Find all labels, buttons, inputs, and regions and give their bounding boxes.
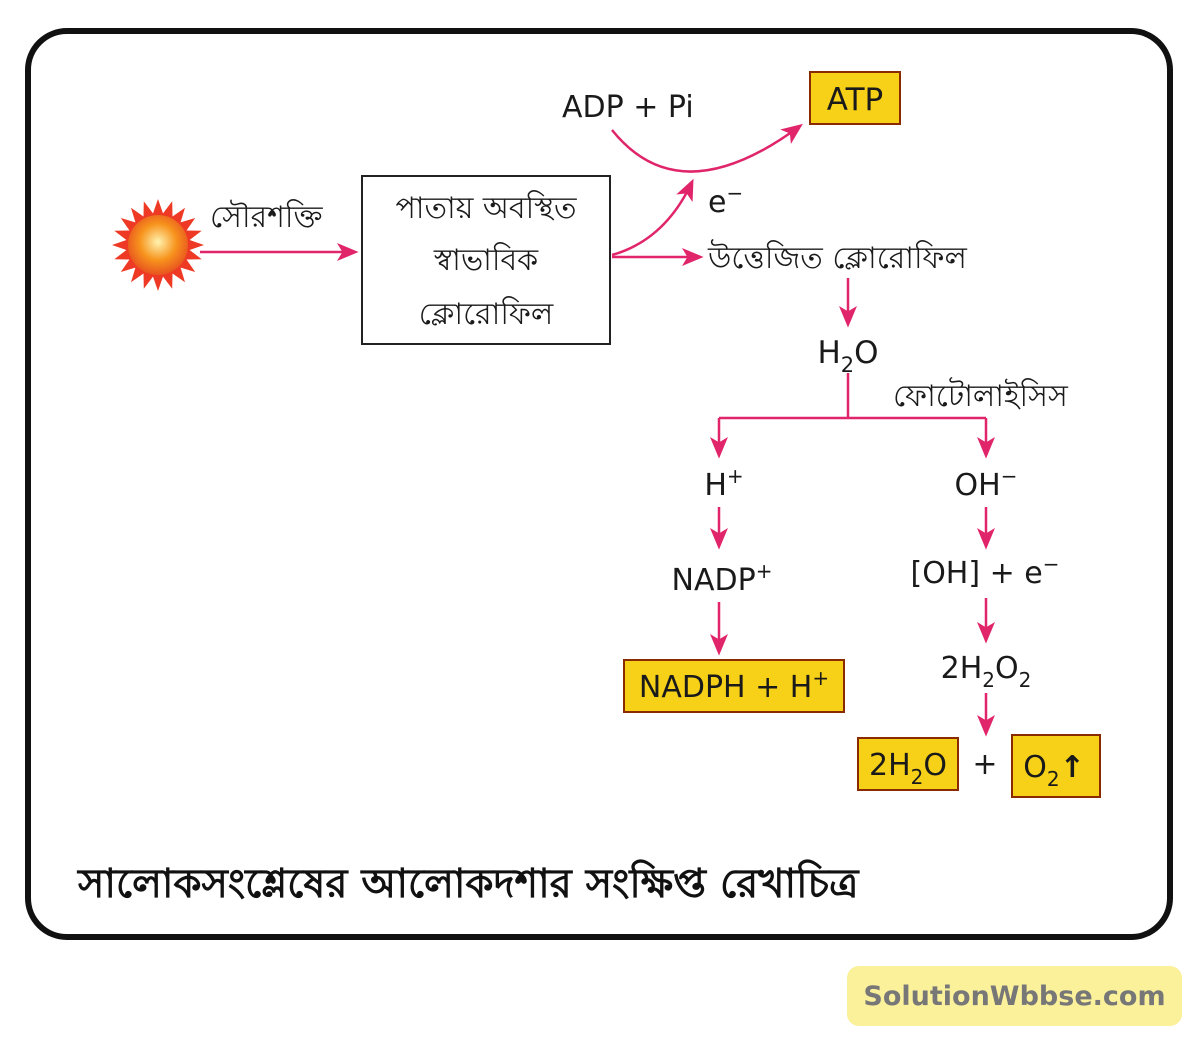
electron-arrow <box>611 178 694 257</box>
oh-ion-label: OH− <box>955 464 1018 503</box>
hydrogen-peroxide-label: 2H2O2 <box>941 651 1032 692</box>
up-arrow-icon: ↑ <box>1060 750 1085 785</box>
oh-radical-label: [OH] + e− <box>910 552 1059 591</box>
oxygen-label: O2↑ <box>1023 750 1085 791</box>
diagram-frame <box>25 28 1173 940</box>
diagram-caption: সালোকসংশ্লেষের আলোকদশার সংক্ষিপ্ত রেখাচি… <box>78 861 859 907</box>
nadph-box <box>623 659 845 713</box>
nadp-label: NADP+ <box>672 559 773 598</box>
nadph-label: NADPH + H+ <box>639 666 829 705</box>
oxygen-box <box>1011 734 1101 798</box>
solar-energy-label: সৌরশক্তি <box>210 199 323 235</box>
water-product-box <box>857 737 959 791</box>
watermark-badge: SolutionWbbse.com <box>847 966 1182 1026</box>
atp-box <box>809 71 901 125</box>
excited-chlorophyll-label: উত্তেজিত ক্লোরোফিল <box>707 239 967 276</box>
sun-icon <box>112 199 204 291</box>
photolysis-label: ফোটোলাইসিস <box>893 377 1069 414</box>
electron-label: e− <box>708 181 743 220</box>
water-product-label: 2H2O <box>869 748 947 789</box>
atp-formation-arrow <box>611 123 803 173</box>
adp-pi-label: ADP + Pi <box>562 90 694 125</box>
water-label: H2O <box>817 335 878 377</box>
chlorophyll-box-line3: ক্লোরোফিল <box>419 296 554 332</box>
chlorophyll-box-line2: স্বাভাবিক <box>433 242 539 278</box>
h-ion-label: H+ <box>704 464 743 503</box>
chlorophyll-box <box>361 175 611 345</box>
atp-label: ATP <box>827 82 883 118</box>
plus-sign: + <box>972 747 997 782</box>
chlorophyll-box-line1: পাতায় অবস্থিত <box>395 190 577 226</box>
